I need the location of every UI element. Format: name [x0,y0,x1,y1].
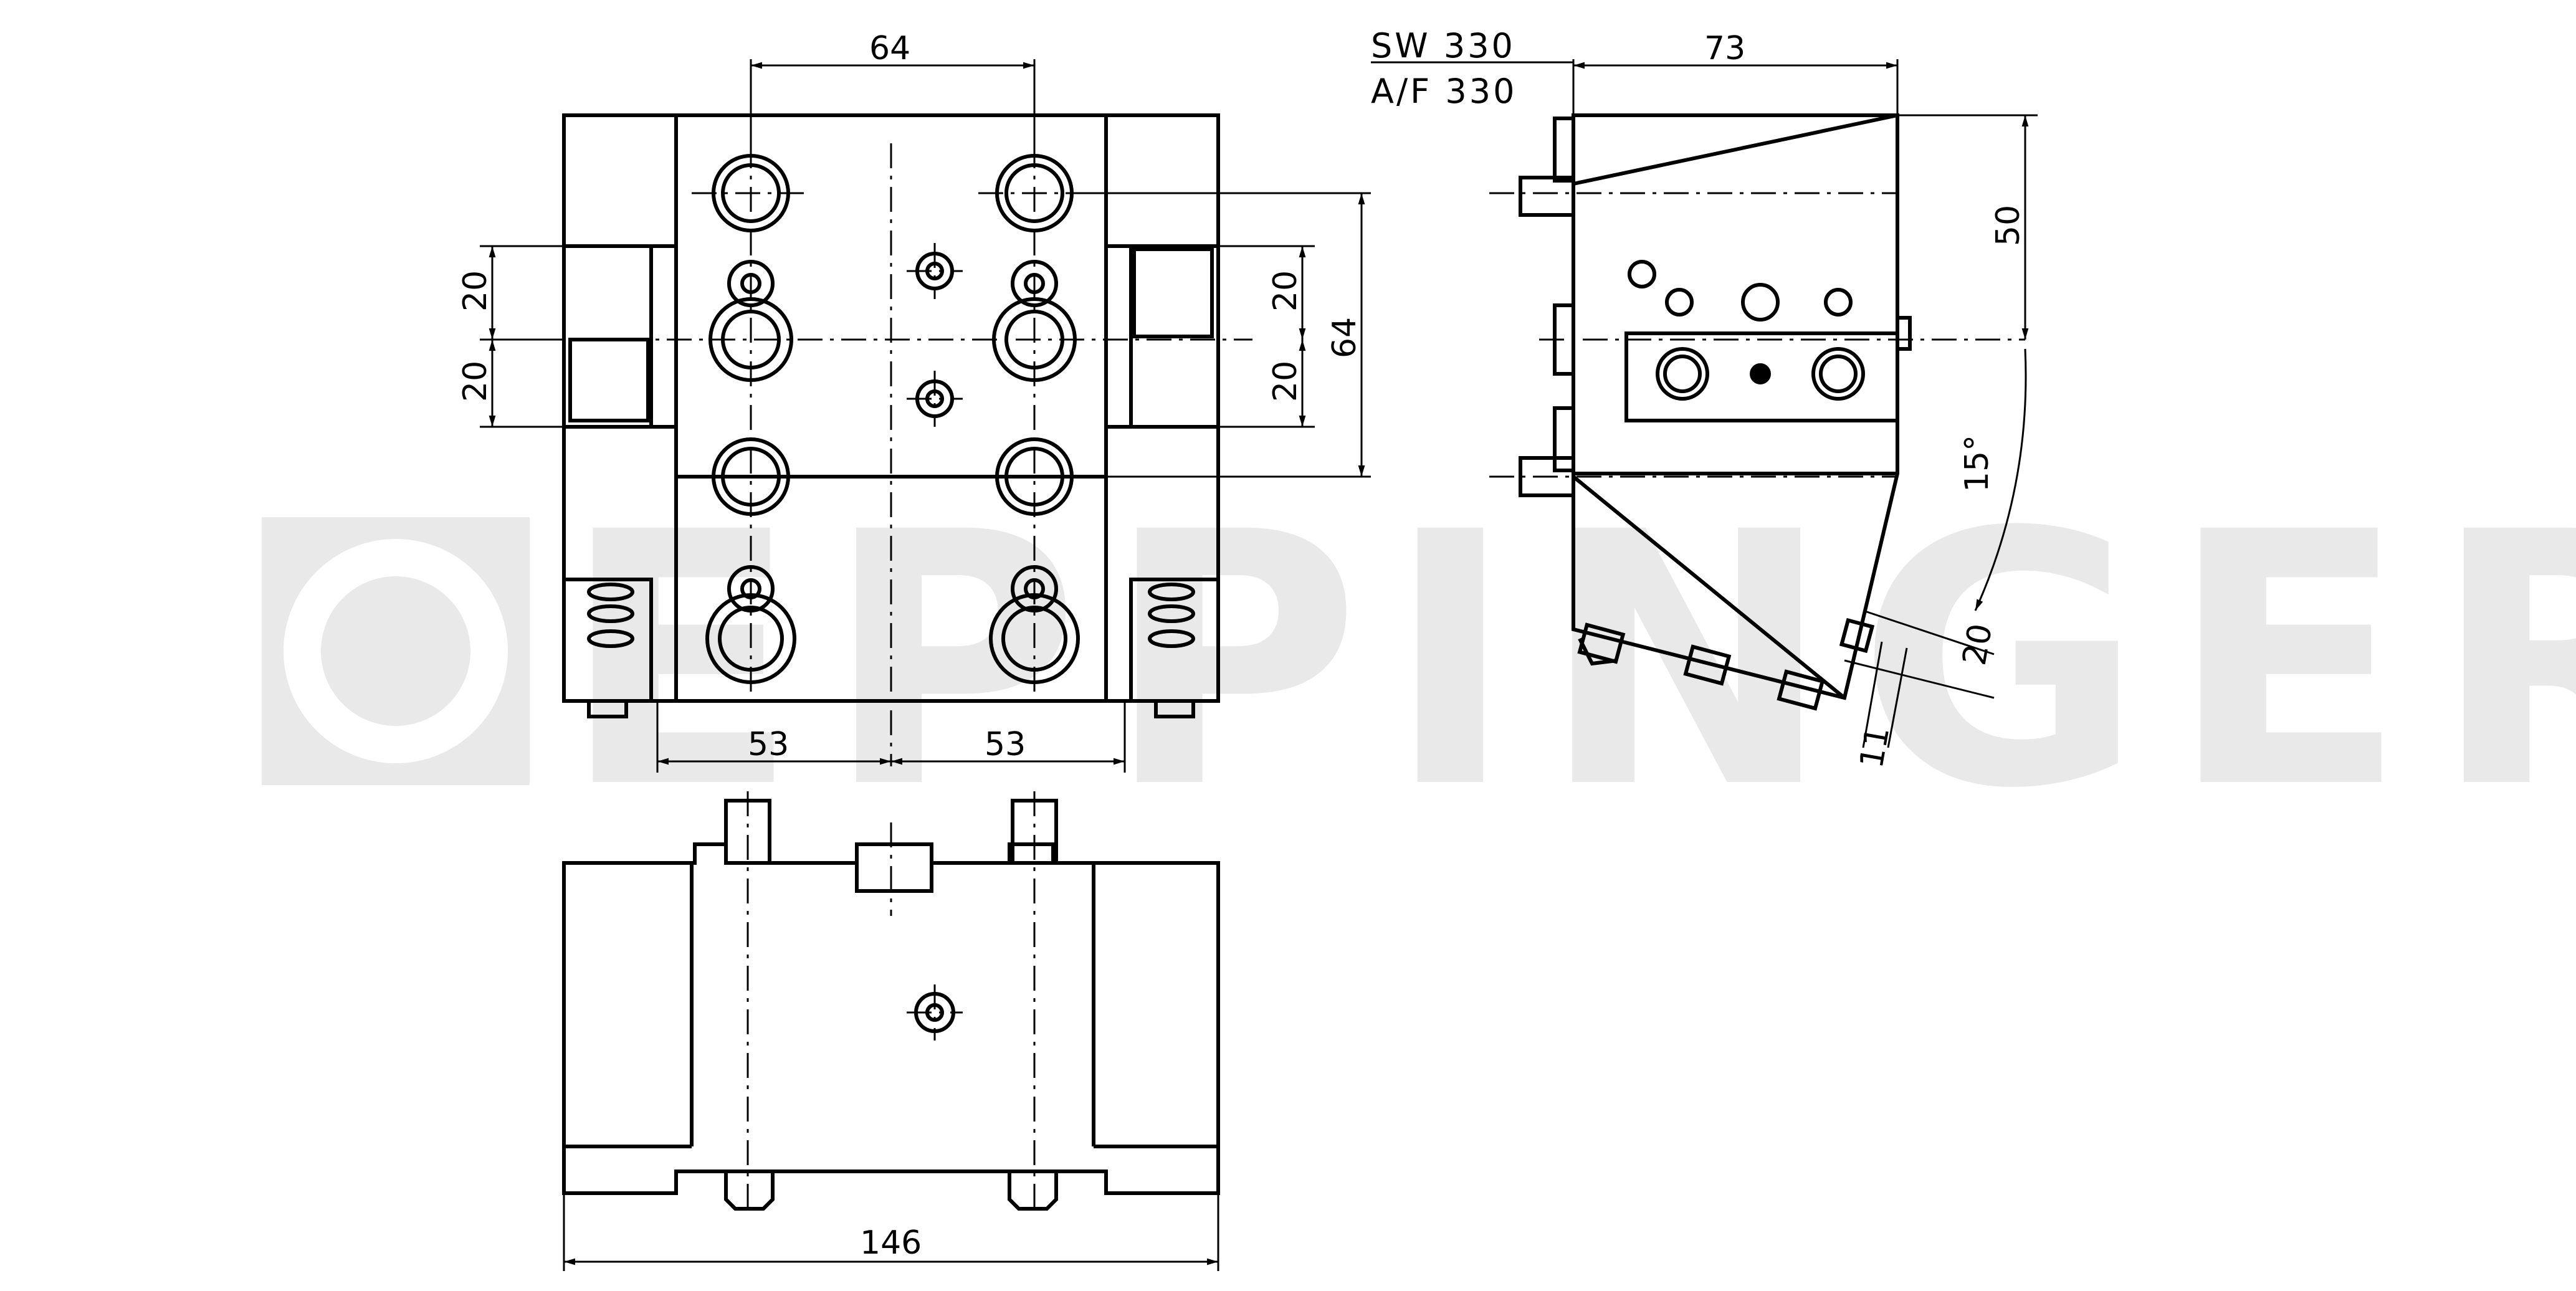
drawing-lines [480,59,2038,1271]
dim-side-top-width: 73 [1704,30,1745,67]
spec-line-2: A/F 330 [1371,72,1517,111]
dim-side-angle: 15° [1958,435,1996,492]
bottom-dimensions [563,1193,1219,1271]
dim-front-right-lower: 20 [1267,361,1304,402]
watermark-logo-ring [284,539,508,763]
side-view [1519,113,1912,711]
dim-bottom-width: 146 [860,1224,922,1262]
labels: 64 20 20 20 20 64 53 53 SW 330 A/F 330 7… [457,26,2027,1262]
dim-front-right-height: 64 [1326,317,1363,358]
dim-front-bottom-right: 53 [985,726,1026,763]
watermark: EPPINGER [262,459,2576,865]
dim-front-left-upper: 20 [457,270,494,312]
dim-side-offset-b: 11 [1853,724,1897,771]
side-centerlines [1489,192,2025,478]
dim-front-bottom-left: 53 [748,726,789,763]
bottom-centerlines [747,791,1036,1215]
dim-front-left-lower: 20 [457,361,494,402]
front-centerlines [536,143,1252,766]
watermark-text: EPPINGER [561,459,2576,865]
side-dimensions [1371,59,2038,748]
dim-side-offset-a: 20 [1956,621,2000,669]
front-dimensions [480,59,1371,773]
dim-front-right-upper: 20 [1267,270,1304,312]
spec-line-1: SW 330 [1371,26,1515,65]
dim-front-top-width: 64 [869,30,910,67]
dim-side-height: 50 [1990,205,2027,246]
